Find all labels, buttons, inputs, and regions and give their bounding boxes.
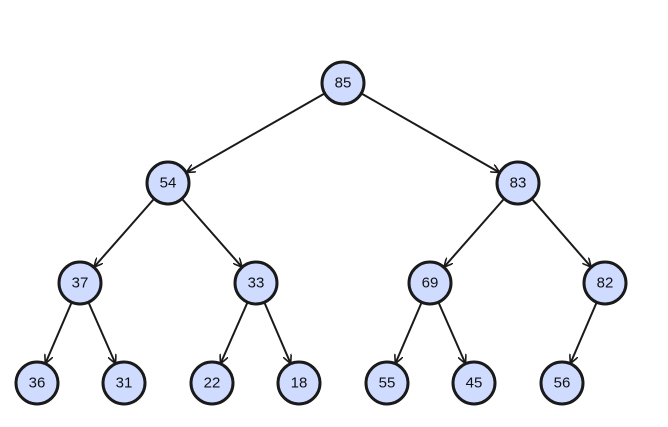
node-circle <box>101 360 147 406</box>
node-value: 83 <box>510 175 527 192</box>
node-circle <box>451 360 497 406</box>
node-circle <box>539 360 585 406</box>
node-value: 22 <box>204 375 221 392</box>
edge-arrow <box>221 301 249 363</box>
edge-arrow <box>531 198 591 267</box>
node-circle <box>495 160 541 206</box>
edge-arrow <box>571 301 598 362</box>
edge-arrow <box>46 301 73 362</box>
tree-node: 54 <box>145 160 191 206</box>
edge-arrow <box>87 301 115 363</box>
edge-arrow <box>437 301 465 363</box>
tree-node: 37 <box>57 260 103 306</box>
node-value: 31 <box>116 375 133 392</box>
tree-node: 85 <box>320 60 366 106</box>
node-circle <box>320 60 366 106</box>
node-circle <box>364 360 410 406</box>
node-circle <box>407 260 453 306</box>
tree-node: 36 <box>14 360 60 406</box>
node-value: 37 <box>72 275 89 292</box>
edge-arrow <box>263 301 290 362</box>
node-value: 45 <box>466 375 483 392</box>
edge-arrow <box>95 198 155 267</box>
node-value: 56 <box>554 375 571 392</box>
tree-node: 69 <box>407 260 453 306</box>
tree-node: 18 <box>276 360 322 406</box>
node-value: 36 <box>29 375 46 392</box>
edge-arrow <box>396 301 423 362</box>
tree-node: 45 <box>451 360 497 406</box>
edge-arrow <box>445 198 505 267</box>
node-value: 55 <box>379 375 396 392</box>
node-circle <box>276 360 322 406</box>
node-circle <box>57 260 103 306</box>
node-circle <box>189 360 235 406</box>
node-value: 85 <box>335 75 352 92</box>
edge-arrow <box>181 198 242 267</box>
edges-layer <box>46 92 598 363</box>
node-value: 69 <box>422 275 439 292</box>
node-circle <box>582 260 628 306</box>
node-value: 54 <box>160 175 177 192</box>
tree-node: 22 <box>189 360 235 406</box>
tree-node: 56 <box>539 360 585 406</box>
edge-arrow <box>360 92 499 172</box>
node-value: 33 <box>248 275 265 292</box>
nodes-layer: 85 54 83 37 33 69 82 36 31 22 18 55 45 56 <box>14 60 628 406</box>
node-circle <box>145 160 191 206</box>
tree-node: 83 <box>495 160 541 206</box>
edge-arrow <box>187 92 326 172</box>
node-circle <box>233 260 279 306</box>
tree-node: 33 <box>233 260 279 306</box>
tree-node: 55 <box>364 360 410 406</box>
node-circle <box>14 360 60 406</box>
tree-node: 31 <box>101 360 147 406</box>
tree-node: 82 <box>582 260 628 306</box>
node-value: 18 <box>291 375 308 392</box>
node-value: 82 <box>597 275 614 292</box>
